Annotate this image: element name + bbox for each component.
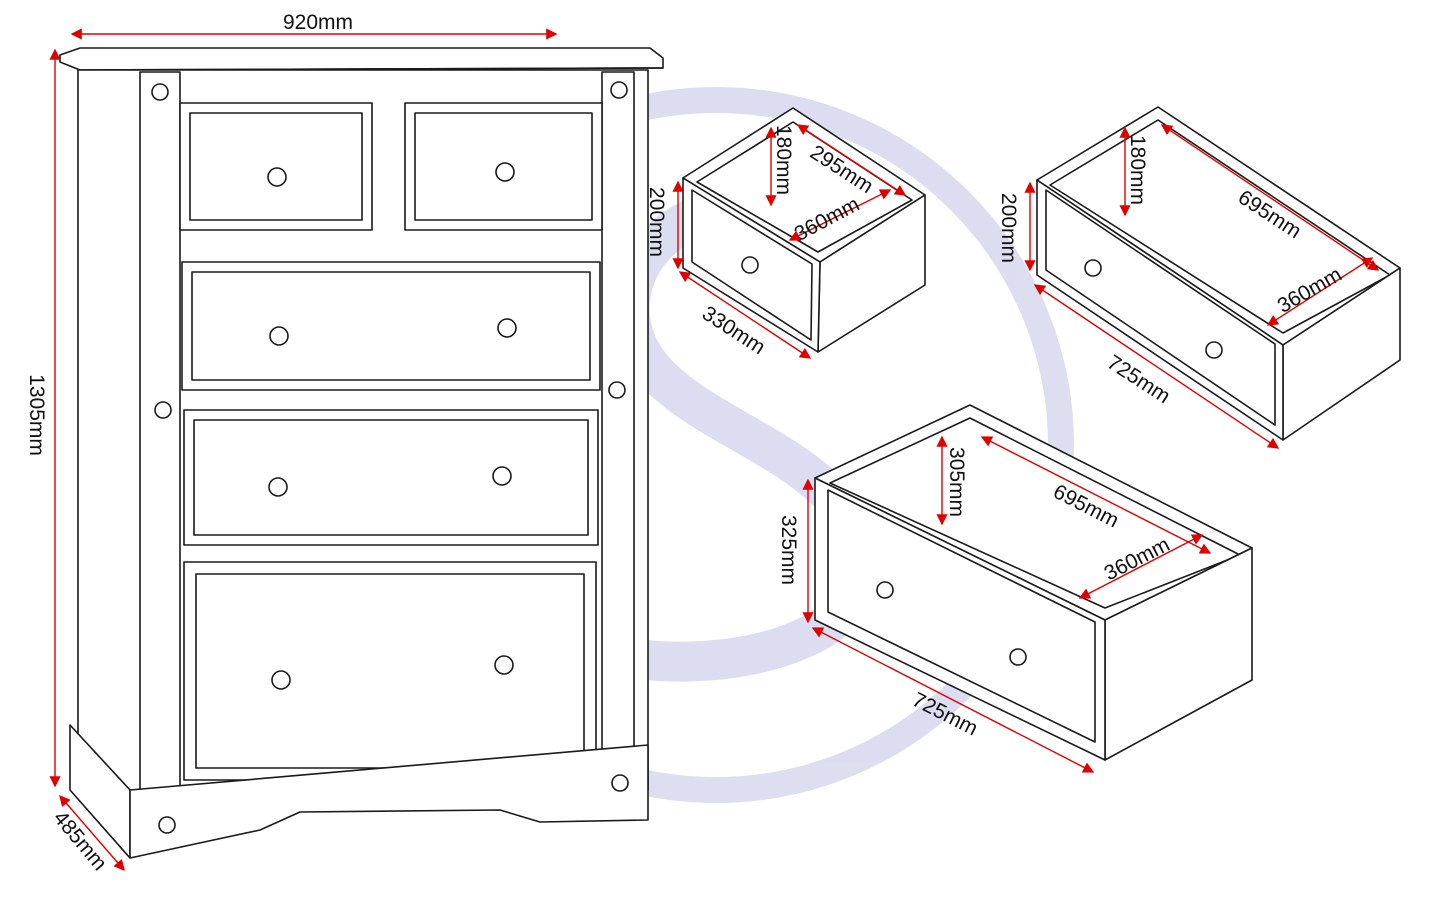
dimension-arrow <box>811 627 1095 773</box>
outline-shape <box>189 112 363 221</box>
outline-shape <box>59 47 664 71</box>
dimension-arrow <box>1033 284 1280 449</box>
dimension-arrow <box>796 124 907 196</box>
outline-shape <box>129 744 649 859</box>
medium-drawer-drawing <box>1036 106 1401 441</box>
dimension-arrow <box>980 436 1212 554</box>
dimension-arrow <box>678 271 812 359</box>
large-front-height-label: 325mm <box>777 515 800 585</box>
outline-shape <box>495 162 515 182</box>
outline-shape <box>268 477 288 497</box>
dimension-arrow <box>1078 534 1204 599</box>
outline-shape <box>494 655 514 675</box>
outline-shape <box>414 112 593 221</box>
chest-width-label: 920mm <box>283 11 353 34</box>
dimension-arrow <box>1266 257 1374 326</box>
outline-shape <box>139 71 181 791</box>
outline-shape <box>191 271 591 381</box>
outline-shape <box>267 167 287 187</box>
dimension-arrow <box>788 189 892 241</box>
handle-icon <box>267 162 517 690</box>
small-inner-height-label: 180mm <box>772 125 795 195</box>
outline-shape <box>151 83 169 101</box>
outline-shape <box>497 318 517 338</box>
outline-shape <box>1084 259 1102 277</box>
outline-shape <box>696 121 913 253</box>
outline-shape <box>611 774 629 792</box>
outline-shape <box>876 581 894 599</box>
outline-shape <box>158 816 176 834</box>
large-inner-height-label: 305mm <box>945 447 968 517</box>
outline-shape <box>183 409 599 546</box>
chest-drawing <box>59 47 664 859</box>
large-drawer-drawing <box>814 404 1253 761</box>
dimension-arrow <box>59 794 125 872</box>
outline-shape <box>608 381 626 399</box>
outline-shape <box>179 102 373 231</box>
outline-shape <box>269 326 289 346</box>
outline-shape <box>601 71 635 791</box>
dimension-arrow <box>1160 124 1380 271</box>
medium-front-height-label: 200mm <box>997 193 1020 263</box>
outline-shape <box>154 401 172 419</box>
outline-shape <box>610 81 628 99</box>
outline-shape <box>404 102 603 231</box>
small-front-height-label: 200mm <box>645 187 668 257</box>
outline-shape <box>492 466 512 486</box>
medium-inner-height-label: 180mm <box>1126 135 1149 205</box>
chest-height-label: 1305mm <box>25 374 48 456</box>
outline-shape <box>271 670 291 690</box>
outline-shape <box>183 561 597 781</box>
outline-shape <box>193 419 589 536</box>
outline-shape <box>181 261 601 391</box>
outline-shape <box>827 489 1096 743</box>
